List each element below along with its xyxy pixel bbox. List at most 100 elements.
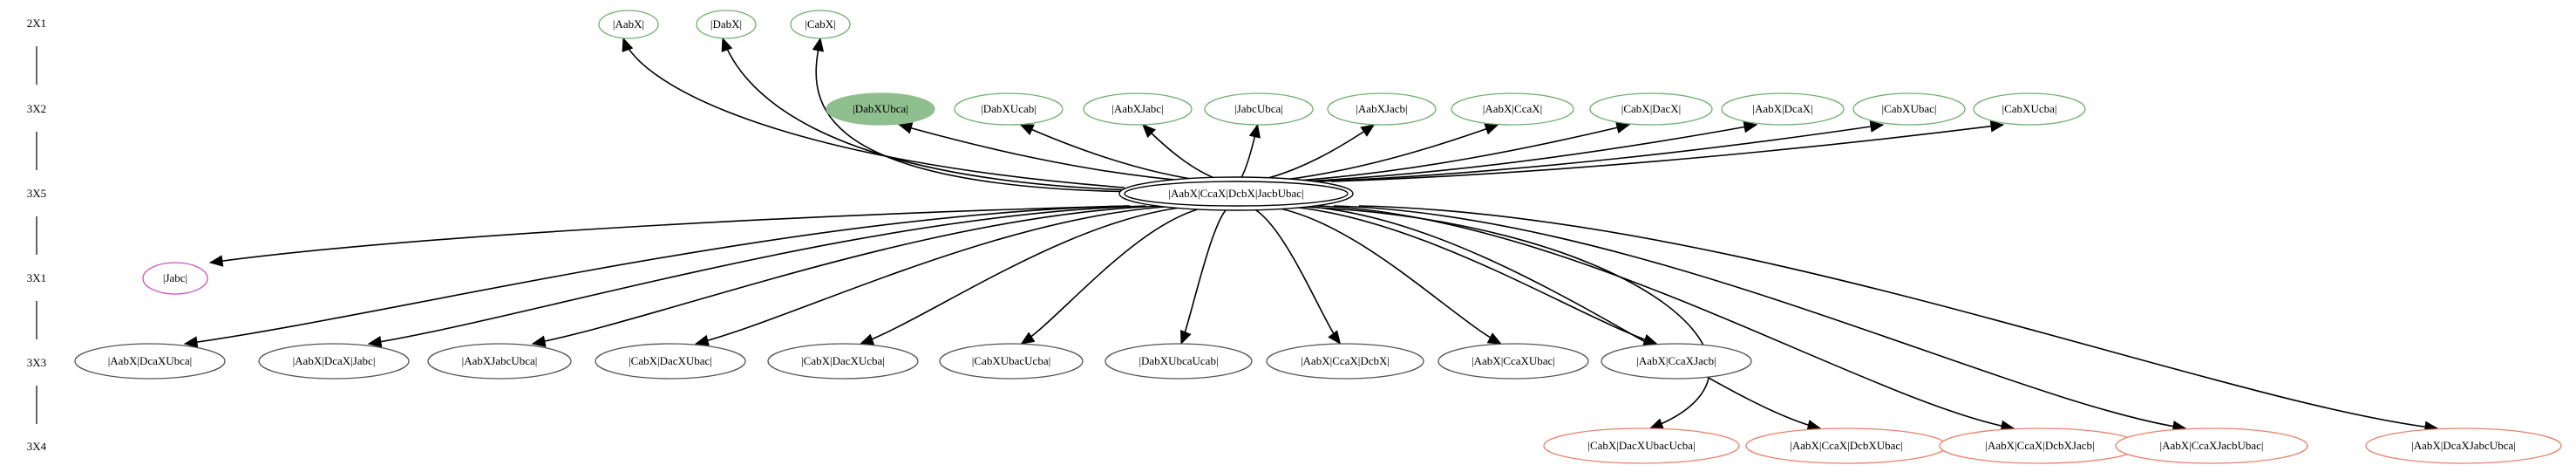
edge-center-to-n-cabxubac [1316, 124, 1884, 182]
node-label: |CabXUbacUcba| [972, 354, 1050, 367]
edge-center-to-n-cabxucba-arrowhead [1989, 120, 2005, 133]
node-n3-7[interactable]: |DabXUbcaUcab| [1104, 343, 1253, 380]
node-n-dabx[interactable]: |DabX| [696, 10, 757, 39]
node-n3-6[interactable]: |CabXUbacUcba| [939, 343, 1084, 380]
edge-center-to-n-aabxccax [1268, 124, 1499, 182]
node-n4-2[interactable]: |AabX|CcaX|DcbXUbac| [1745, 428, 1947, 464]
edge-center-to-n4-5 [1358, 205, 2438, 429]
node-label: |AabX|DcaX| [1752, 102, 1812, 115]
node-n3-9[interactable]: |AabX|CcaXUbac| [1438, 343, 1589, 380]
edge-center-to-n3-1-arrowhead [183, 336, 199, 348]
edge-center-to-n4-2 [1296, 205, 1821, 429]
node-ellipse [1451, 92, 1574, 126]
node-label: |CabXUbac| [1882, 102, 1937, 115]
edge-center-to-n3-7 [1180, 205, 1231, 345]
node-ellipse [696, 10, 757, 39]
node-n-aabxccax[interactable]: |AabX|CcaX| [1451, 92, 1574, 126]
node-n-jabcubca[interactable]: |JabcUbca| [1204, 92, 1314, 126]
node-n3-3[interactable]: |AabXJabcUbca| [427, 343, 572, 380]
node-n3-1[interactable]: |AabX|DcaXUbca| [74, 343, 226, 380]
node-n4-3[interactable]: |AabX|CcaX|DcbXJacb| [1939, 428, 2141, 464]
node-ellipse [258, 343, 410, 380]
rank-label-2x1: 2X1 [27, 17, 46, 30]
edge-center-to-n3-2 [368, 205, 1146, 345]
node-n-aabxjabc[interactable]: |AabXJabc| [1083, 92, 1193, 126]
edge-center-to-n-aabx-arrowhead [622, 37, 634, 52]
node-n-cabxubac[interactable]: |CabXUbac| [1852, 92, 1966, 126]
node-label: |AabX|CcaX|DcbX| [1301, 354, 1390, 367]
node-label: |AabX|CcaXUbac| [1472, 354, 1555, 367]
node-ellipse [767, 343, 919, 380]
node-label: |AabX|DcaXUbca| [108, 354, 193, 367]
node-n4-1[interactable]: |CabX|DacXUbacUcba| [1543, 428, 1740, 464]
rank-label-3x4: 3X4 [27, 440, 47, 453]
node-n-cabxdacx[interactable]: |CabX|DacX| [1589, 92, 1713, 126]
edge-center-to-n-aabxjabc [1142, 124, 1225, 182]
rank-column: 2X1 3X2 3X5 3X1 3X3 3X4 [27, 17, 47, 453]
node-n-aabxdcax[interactable]: |AabX|DcaX| [1721, 92, 1845, 126]
center-node-inner-border [1124, 181, 1349, 207]
node-ellipse [1204, 92, 1314, 126]
edge-center-to-n-aabxjacb-arrowhead [1360, 124, 1376, 137]
node-ellipse [1438, 343, 1589, 380]
edge-center-to-n-dabx-arrowhead [721, 37, 733, 52]
edge-center-to-n-aabxdcax-arrowhead [1743, 120, 1758, 133]
edge-center-to-n-aabxjabc-arrowhead [1142, 124, 1156, 139]
node-label: |AabX|CcaX|DcbXUbac| [1790, 439, 1903, 452]
node-ellipse [2115, 428, 2308, 464]
node-ellipse [1852, 92, 1966, 126]
node-ellipse [1083, 92, 1193, 126]
node-n3-4[interactable]: |CabX|DacXUbac| [595, 343, 746, 380]
node-ellipse [427, 343, 572, 380]
node-label: |AabX|CcaX|DcbXJacb| [1985, 439, 2094, 452]
node-n-aabxjacb[interactable]: |AabXJacb| [1327, 92, 1437, 126]
edge-center-to-n3-5-arrowhead [860, 333, 875, 345]
node-n-dabxubca[interactable]: |DabXUbca| [826, 92, 935, 126]
node-n3-5[interactable]: |CabX|DacXUcba| [767, 343, 919, 380]
edge-center-to-n3-10 [1280, 205, 1657, 345]
node-label: |CabX|DacXUcba| [801, 354, 885, 367]
node-label: |CabX|DacXUbac| [629, 354, 712, 367]
node-n3-8[interactable]: |AabX|CcaX|DcbX| [1266, 343, 1424, 380]
node-n-cabx[interactable]: |CabX| [790, 10, 851, 39]
node-n4-4[interactable]: |AabX|CcaXJacbUbac| [2115, 428, 2308, 464]
node-ellipse [954, 92, 1064, 126]
node-ellipse [1601, 343, 1752, 380]
node-n4-5[interactable]: |AabX|DcaXJabcUbca| [2365, 428, 2562, 464]
node-n-cabxucba[interactable]: |CabXUcba| [1973, 92, 2086, 126]
node-n-dabxucab[interactable]: |DabXUcab| [954, 92, 1064, 126]
node-n3-10[interactable]: |AabX|CcaXJacb| [1601, 343, 1752, 380]
edge-center-to-n3-5 [860, 205, 1197, 345]
node-label: |AabX| [613, 17, 644, 31]
node-label: |CabXUcba| [2002, 102, 2057, 115]
edge-center-to-n-cabxubac-arrowhead [1869, 120, 1885, 133]
edge-center-to-n3-2-arrowhead [367, 336, 383, 348]
node-ellipse [142, 262, 208, 295]
center-node[interactable]: |AabX|CcaX|DcbX|JacbUbac| [1118, 176, 1354, 211]
edge-center-to-n3-3-arrowhead [531, 335, 547, 347]
node-n3-2[interactable]: |AabX|DcaX|Jabc| [258, 343, 410, 380]
edge-center-to-n-jabc [209, 205, 1131, 263]
edge-center-to-n-jabcubca-arrowhead [1248, 123, 1261, 139]
edge-center-to-n-cabx [815, 38, 1143, 193]
edge-center-to-n3-6 [1021, 205, 1214, 345]
edge-center-to-n4-1-arrowhead [1648, 418, 1664, 430]
edge-center-to-n4-4 [1333, 205, 2186, 429]
node-label: |JabcUbca| [1234, 102, 1283, 115]
edge-center-to-n-dabxucab [1020, 124, 1209, 182]
node-label: |AabXJacb| [1356, 102, 1407, 115]
rank-label-3x2: 3X2 [27, 102, 46, 115]
node-label: |AabX|DcaX|Jabc| [293, 354, 376, 367]
edge-center-to-n-cabxdacx [1286, 124, 1630, 182]
node-n-jabc[interactable]: |Jabc| [142, 262, 208, 295]
node-ellipse [1973, 92, 2086, 126]
edge-center-to-n3-1 [184, 205, 1128, 345]
node-n-aabx[interactable]: |AabX| [598, 10, 659, 39]
rank-label-3x5: 3X5 [27, 187, 46, 200]
edge-center-to-n-aabxccax-arrowhead [1484, 123, 1499, 135]
node-label: |DabX| [710, 17, 742, 31]
edge-center-to-n4-3 [1316, 205, 2015, 429]
edge-center-to-n3-9 [1263, 205, 1502, 345]
rank-label-3x3: 3X3 [27, 356, 46, 369]
